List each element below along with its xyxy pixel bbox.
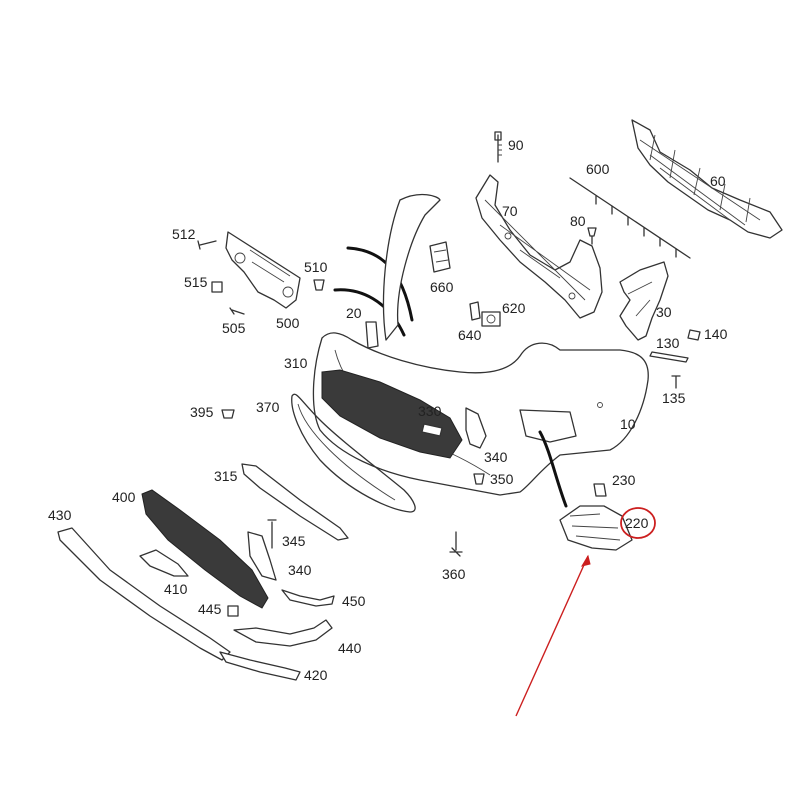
part-360-pin [449, 531, 463, 557]
part-350-clip [473, 473, 485, 485]
part-510-clip [313, 279, 325, 291]
part-230-fog-lamp [593, 483, 607, 497]
part-500-plate-base [225, 231, 301, 309]
part-330-emblem [421, 423, 443, 437]
callout-315: 315 [214, 468, 238, 484]
part-450-trim [281, 589, 335, 607]
part-315-trim [241, 463, 349, 541]
callout-30: 30 [656, 304, 672, 320]
callout-340-upper: 340 [484, 449, 508, 465]
callout-420: 420 [304, 667, 328, 683]
callout-345: 345 [282, 533, 306, 549]
callout-500: 500 [276, 315, 300, 331]
part-30-bracket [619, 261, 669, 341]
callout-60: 60 [710, 173, 726, 189]
part-10-bumper-cover [312, 193, 649, 496]
callout-140: 140 [704, 326, 728, 342]
part-420-trim [219, 651, 301, 681]
callout-395: 395 [190, 404, 214, 420]
callout-135: 135 [662, 390, 686, 406]
part-80-clip [587, 227, 597, 245]
callout-445: 445 [198, 601, 222, 617]
callout-230: 230 [612, 472, 636, 488]
callout-90: 90 [508, 137, 524, 153]
callout-640: 640 [458, 327, 482, 343]
part-515-nut [211, 281, 223, 293]
callout-370: 370 [256, 399, 280, 415]
callout-505: 505 [222, 320, 246, 336]
part-310-upper-grille [321, 369, 463, 459]
callout-510: 510 [304, 259, 328, 275]
callout-220: 220 [625, 515, 649, 531]
part-440-strip [233, 619, 333, 647]
part-135-screw [671, 375, 681, 389]
callout-600: 600 [586, 161, 610, 177]
part-140-clip [687, 329, 701, 341]
part-505-screw [229, 307, 245, 315]
callout-350: 350 [490, 471, 514, 487]
callout-660: 660 [430, 279, 454, 295]
pointer-arrow [515, 554, 591, 717]
callout-512: 512 [172, 226, 196, 242]
part-620-sensor [481, 311, 501, 327]
part-395-clip [221, 409, 235, 419]
callout-340-lower: 340 [288, 562, 312, 578]
part-600-wiring [569, 177, 691, 259]
part-512-bolt [197, 240, 217, 250]
part-660-module [429, 241, 451, 273]
part-90-bolt [494, 131, 502, 163]
callout-440: 440 [338, 640, 362, 656]
callout-450: 450 [342, 593, 366, 609]
callout-310: 310 [284, 355, 308, 371]
callout-360: 360 [442, 566, 466, 582]
callout-80: 80 [570, 213, 586, 229]
part-345-bolt [267, 519, 277, 549]
callout-130: 130 [656, 335, 680, 351]
part-370-grille-frame [291, 393, 416, 513]
callout-410: 410 [164, 581, 188, 597]
part-340b-bracket [247, 531, 277, 581]
part-445-clip [227, 605, 239, 617]
highlight-circle [620, 507, 656, 539]
part-130-strip [649, 351, 689, 363]
part-640-sensor [469, 301, 481, 321]
part-60-absorber [631, 119, 783, 239]
callout-20: 20 [346, 305, 362, 321]
part-410-trim [139, 549, 189, 577]
callout-10: 10 [620, 416, 636, 432]
callout-330: 330 [418, 403, 442, 419]
part-340-bracket [465, 407, 487, 449]
part-70-carrier [475, 174, 603, 319]
callout-515: 515 [184, 274, 208, 290]
part-220-grille-insert [538, 430, 633, 551]
callout-labels: 90 600 60 70 80 512 510 660 515 505 500 … [48, 137, 728, 683]
part-400-lower-grille [141, 489, 269, 609]
callout-620: 620 [502, 300, 526, 316]
callout-430: 430 [48, 507, 72, 523]
callout-400: 400 [112, 489, 136, 505]
callout-70: 70 [502, 203, 518, 219]
